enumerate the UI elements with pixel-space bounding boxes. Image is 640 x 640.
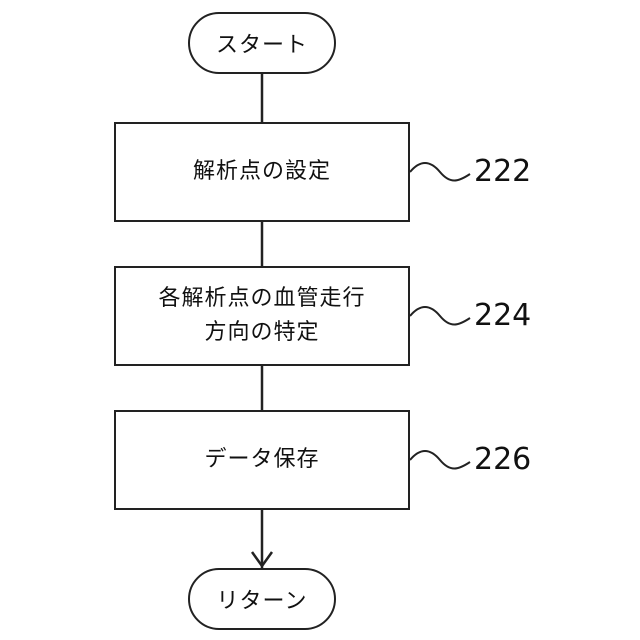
step-2-text-line-1: 各解析点の血管走行 [158, 282, 365, 316]
start-terminal: スタート [188, 12, 336, 74]
leader-line-222 [410, 163, 470, 181]
step-2-text-line-2: 方向の特定 [204, 316, 319, 350]
start-label: スタート [216, 27, 308, 59]
end-label: リターン [217, 583, 308, 615]
reference-numeral-226: 226 [474, 442, 531, 477]
process-box-step-1: 解析点の設定 [114, 122, 410, 222]
leader-line-226 [410, 451, 470, 469]
end-terminal: リターン [188, 568, 336, 630]
reference-numeral-224: 224 [474, 298, 531, 333]
leader-line-224 [410, 307, 470, 325]
process-box-step-2: 各解析点の血管走行 方向の特定 [114, 266, 410, 366]
step-1-text: 解析点の設定 [193, 155, 331, 189]
reference-numeral-222: 222 [474, 154, 531, 189]
process-box-step-3: データ保存 [114, 410, 410, 510]
step-3-text: データ保存 [204, 443, 319, 477]
